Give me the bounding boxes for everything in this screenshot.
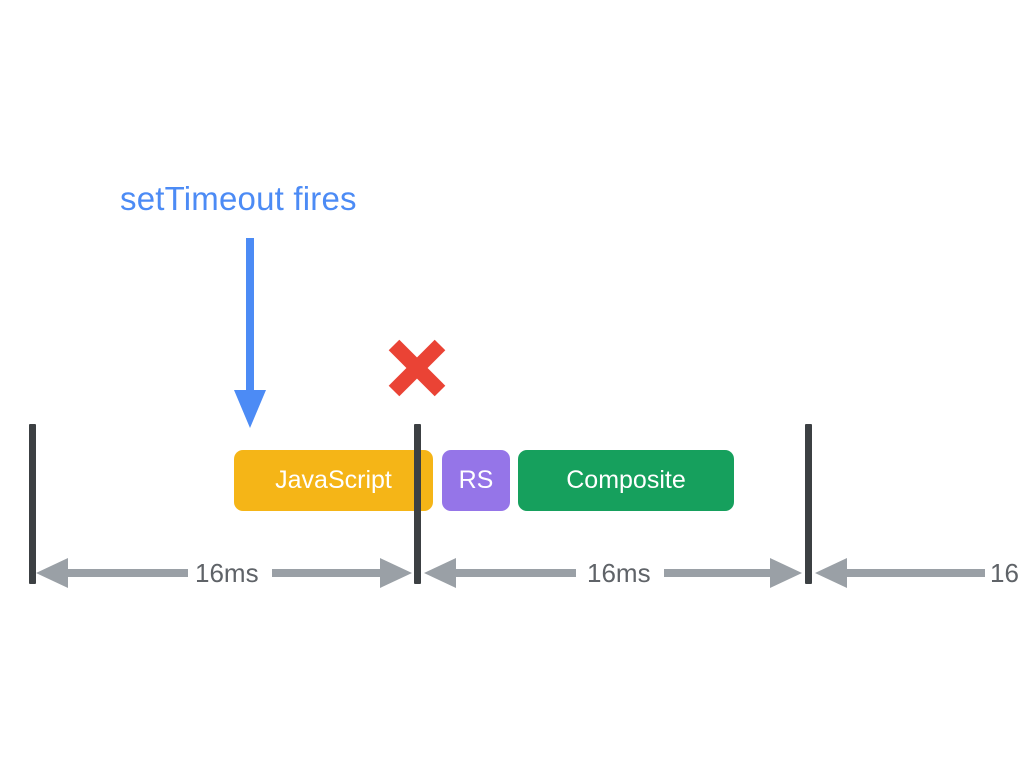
axis-label-16ms-1: 16ms	[195, 558, 259, 588]
task-block-composite[interactable]: Composite	[518, 450, 734, 511]
axis-label-16ms-3: 16	[990, 558, 1019, 588]
x-mark-icon	[386, 337, 448, 399]
axis-label-16ms-2: 16ms	[587, 558, 651, 588]
frame-boundary-tick-1	[414, 424, 421, 584]
task-block-rs[interactable]: RS	[442, 450, 510, 511]
down-arrow-icon	[228, 238, 272, 428]
task-block-javascript[interactable]: JavaScript	[234, 450, 433, 511]
frame-boundary-tick-0	[29, 424, 36, 584]
frame-duration-axis	[0, 548, 1024, 600]
frame-boundary-tick-2	[805, 424, 812, 584]
settimeout-fires-label: setTimeout fires	[120, 180, 357, 217]
